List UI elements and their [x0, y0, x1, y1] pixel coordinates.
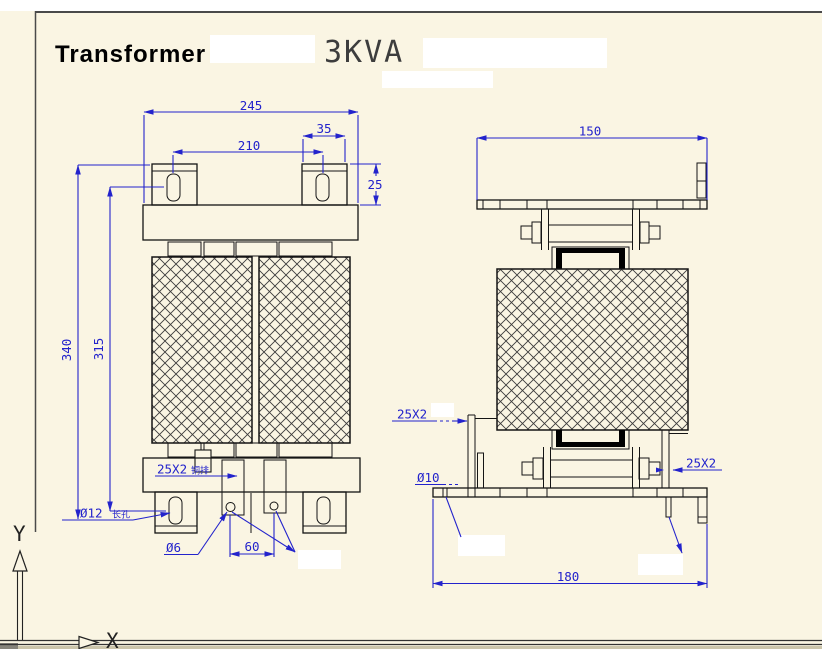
terminal-lug: [263, 459, 287, 514]
dim-tab-width: 35: [316, 121, 331, 136]
label-terminal-hole: Ø6: [166, 540, 181, 555]
bottom-left-slot: [168, 496, 183, 525]
dim-overall-height: 340: [59, 339, 74, 362]
base-strip: [432, 487, 708, 498]
bottom-right-foot: [302, 491, 347, 534]
label-busbar-left: 25X2: [397, 407, 427, 422]
x-axis-label: X: [106, 629, 119, 649]
redaction-box: [638, 554, 683, 575]
terminal-hole: [225, 502, 236, 512]
bottom-right-slot: [316, 496, 331, 525]
drawing-title: Transformer: [55, 41, 206, 68]
redaction-box: [423, 38, 607, 68]
y-axis-label: Y: [13, 522, 26, 546]
bottom-left-foot: [154, 491, 198, 534]
top-clamp-plate: [142, 204, 359, 241]
flange-ticks: [482, 200, 701, 209]
terminal-lug: [221, 459, 245, 516]
lower-tie-rods: [521, 447, 661, 488]
top-left-slot: [166, 173, 181, 202]
side-coil: [496, 268, 689, 431]
core-tab: [194, 449, 212, 473]
bottom-clamp-plate: [142, 457, 361, 493]
label-foot-slot-suffix: 长孔: [112, 509, 130, 521]
side-view-dimensions: 150 25X2 Ø10 25X2 180: [392, 124, 722, 588]
dim-top-plate-width: 150: [579, 124, 602, 139]
upper-tie-rods: [520, 209, 661, 250]
dim-base-width: 180: [557, 569, 580, 584]
redaction-box: [210, 35, 315, 63]
y-axis-arrow-icon: [12, 549, 28, 572]
redaction-box: [458, 535, 505, 556]
x-axis-arrow-icon: [78, 635, 100, 649]
side-view: [432, 162, 708, 524]
title-block: Transformer 3KVA: [55, 35, 607, 88]
base-ticks: [442, 488, 684, 497]
dim-bracket-height: 25: [367, 177, 382, 192]
right-coil: [258, 256, 351, 444]
footer-strip: [0, 646, 822, 649]
label-busbar-right: 25X2: [686, 456, 716, 471]
bolt-head: [648, 225, 661, 240]
label-foot-hole: Ø10: [417, 470, 440, 485]
bolt-washer: [532, 457, 544, 480]
label-busbar: 25X2: [157, 462, 187, 477]
ucs-icon: Y X: [12, 522, 119, 649]
top-right-slot: [315, 173, 330, 202]
redaction-box: [431, 403, 454, 417]
redaction-box: [382, 71, 493, 88]
right-leg: [697, 496, 708, 524]
front-view-dimensions: 245 210 35 25 340 315 25X2 铜排 Ø12 长孔: [59, 98, 386, 557]
footer-corner-block: [0, 643, 18, 649]
label-busbar-suffix: 铜排: [191, 465, 209, 477]
upper-core-strips: [167, 241, 333, 257]
dim-slot-height-span: 315: [91, 338, 106, 361]
left-coil: [151, 256, 253, 444]
dim-slot-span: 210: [238, 138, 261, 153]
bolt-head: [648, 461, 661, 476]
dim-terminal-pitch: 60: [244, 539, 259, 554]
redaction-box: [298, 550, 341, 569]
label-foot-slot: Ø12: [80, 506, 103, 521]
terminal-hole: [269, 501, 279, 511]
rating-text: 3KVA: [324, 35, 404, 70]
dim-overall-width: 245: [240, 98, 263, 113]
lower-flux-band: [551, 429, 630, 450]
top-flange: [476, 199, 708, 210]
bolt-washer: [531, 221, 542, 244]
front-view: [142, 163, 361, 534]
